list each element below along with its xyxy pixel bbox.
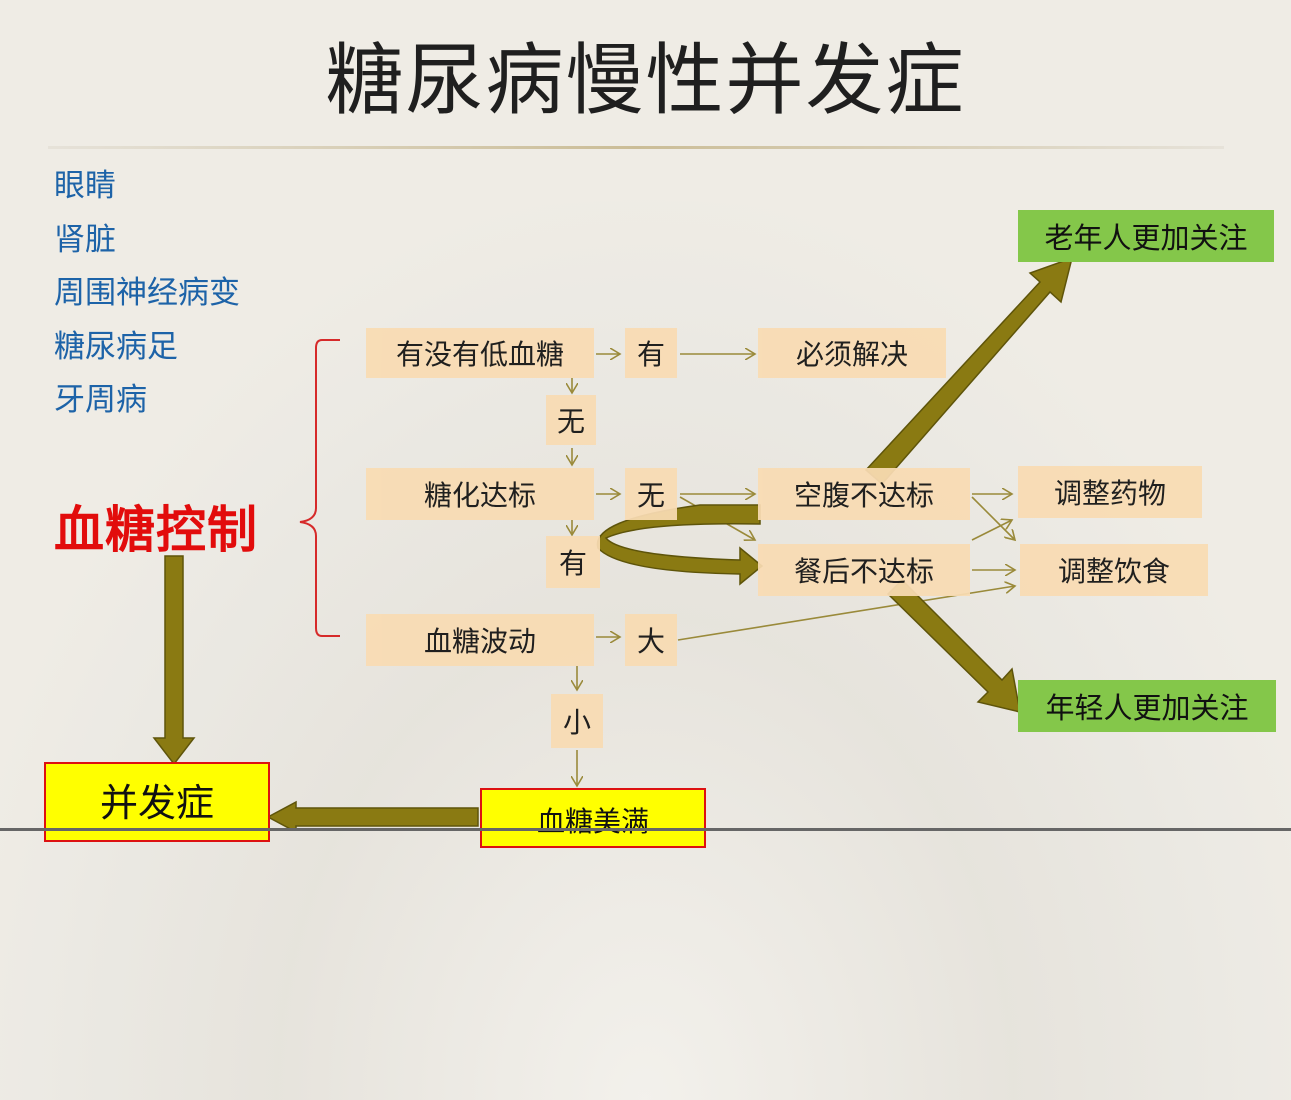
- arrow-down-to-complication: [152, 555, 196, 766]
- page-title: 糖尿病慢性并发症: [325, 36, 966, 126]
- arrow-left-to-complication: [266, 800, 479, 831]
- node-perfect-glucose: 血糖美满: [480, 788, 706, 848]
- node-hba1c: 糖化达标: [366, 468, 594, 520]
- arrow-to-young: [886, 578, 1021, 713]
- bottom-edge: [0, 828, 1291, 831]
- complication-item: 牙周病: [54, 382, 147, 418]
- node-hba1c-yes: 有: [546, 536, 600, 588]
- node-postmeal-fail: 餐后不达标: [758, 544, 970, 596]
- node-fluctuation: 血糖波动: [366, 614, 594, 666]
- node-must-solve: 必须解决: [758, 328, 946, 378]
- node-hba1c-no: 无: [625, 468, 677, 520]
- main-topic: 血糖控制: [54, 501, 258, 559]
- node-hypo-yes: 有: [625, 328, 677, 378]
- node-hypo-question: 有没有低血糖: [366, 328, 594, 378]
- node-fasting-fail: 空腹不达标: [758, 468, 970, 520]
- node-hypo-no: 无: [546, 395, 596, 445]
- complication-item: 眼睛: [54, 168, 116, 204]
- complication-item: 肾脏: [54, 221, 116, 258]
- arrow-to-elderly: [864, 256, 1074, 486]
- red-brace: [299, 339, 340, 637]
- node-fluct-big: 大: [625, 614, 677, 666]
- node-elderly: 老年人更加关注: [1018, 210, 1274, 262]
- title-divider: [48, 146, 1224, 149]
- node-adjust-diet: 调整饮食: [1020, 544, 1208, 596]
- connector-layer: [152, 256, 1074, 831]
- curved-arrow: [596, 504, 764, 586]
- complication-list: 眼睛 肾脏 周围神经病变 糖尿病足 牙周病: [54, 163, 240, 431]
- complication-item: 周围神经病变: [54, 275, 240, 311]
- complication-item: 糖尿病足: [54, 328, 178, 365]
- node-young: 年轻人更加关注: [1018, 680, 1276, 732]
- node-fluct-small: 小: [551, 694, 603, 748]
- node-adjust-meds: 调整药物: [1018, 466, 1202, 518]
